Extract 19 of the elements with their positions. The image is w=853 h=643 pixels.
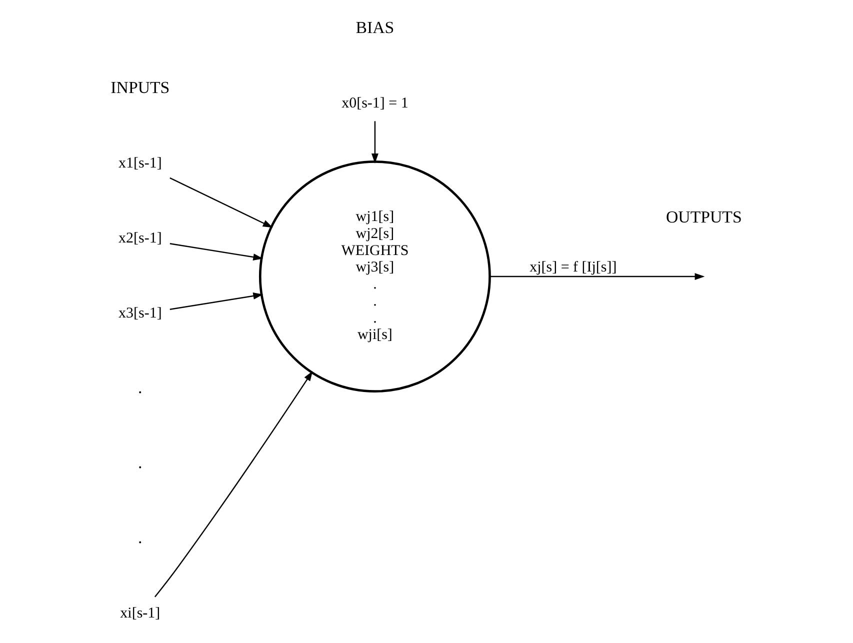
label: . — [138, 453, 142, 472]
label: . — [138, 378, 142, 398]
arrow — [170, 177, 273, 228]
node-text: x1[s-1] — [118, 156, 162, 172]
node-text: xi[s-1] — [120, 605, 160, 622]
label: OUTPUTS — [666, 208, 742, 227]
arrow — [371, 121, 378, 164]
label: . — [138, 528, 142, 548]
node-circle: wj1[s] wj2[s] WEIGHTS wj3[s] . . . wji[s] — [258, 160, 491, 392]
arrow — [154, 371, 313, 598]
arrow — [170, 292, 264, 310]
edge-label: xj[s] = f [Ij[s]] — [530, 260, 617, 276]
node-text: x0[s-1] = 1 — [342, 96, 408, 112]
label: BIAS — [356, 18, 394, 38]
label: INPUTS — [110, 78, 170, 98]
node-text: x2[s-1] — [118, 230, 162, 247]
arrow — [490, 273, 705, 280]
arrow — [170, 243, 264, 261]
node-text: x3[s-1] — [118, 306, 162, 322]
